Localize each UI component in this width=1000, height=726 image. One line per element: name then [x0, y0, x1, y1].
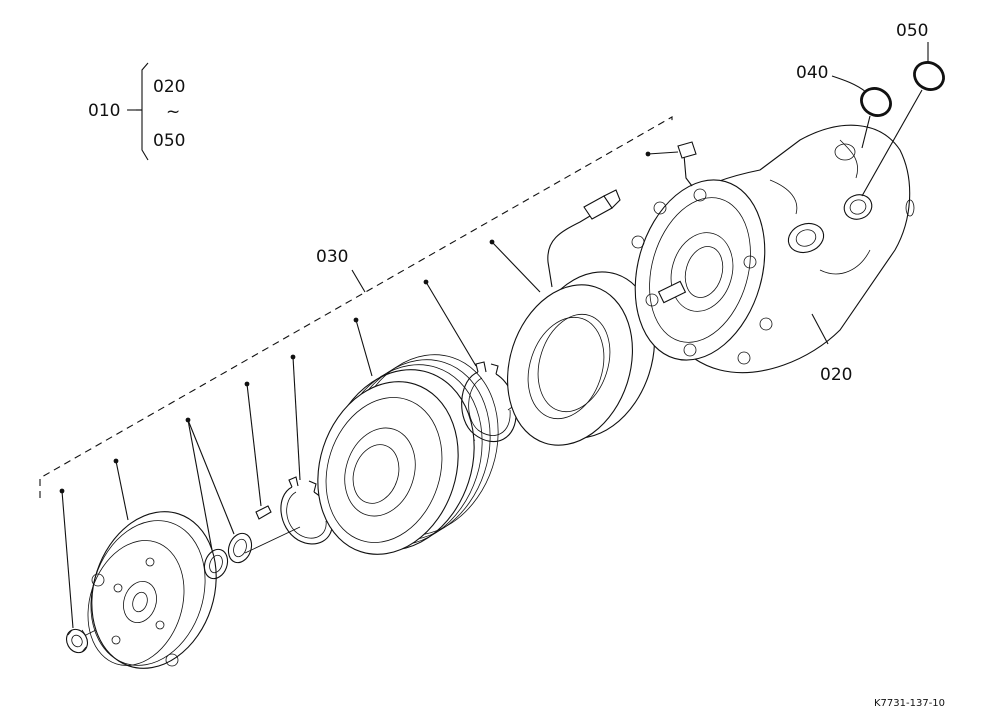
label-050: 050 — [896, 21, 928, 41]
label-030: 030 — [316, 247, 348, 267]
label-020: 020 — [820, 365, 852, 385]
o-ring-050: 050 — [861, 21, 945, 197]
range-start: 020 — [153, 77, 185, 97]
clutch-front-plate — [87, 458, 217, 669]
clutch-assembly-bracket: 030 — [39, 116, 673, 498]
o-ring-040: 040 — [796, 63, 892, 149]
range-end: 050 — [153, 131, 185, 151]
assembly-number: 010 — [88, 101, 120, 121]
body-bolts — [631, 188, 773, 365]
label-040: 040 — [796, 63, 828, 83]
pulley — [317, 317, 499, 555]
range-symbol: ~ — [166, 102, 180, 122]
assembly-key: 010 020 ~ 050 — [88, 62, 185, 161]
woodruff-key — [244, 381, 272, 520]
field-coil — [489, 189, 656, 446]
hex-nut — [59, 488, 89, 654]
reference-code: K7731-137-10 — [874, 698, 945, 709]
compressor-body: 020 — [631, 124, 915, 385]
shims — [185, 417, 253, 580]
